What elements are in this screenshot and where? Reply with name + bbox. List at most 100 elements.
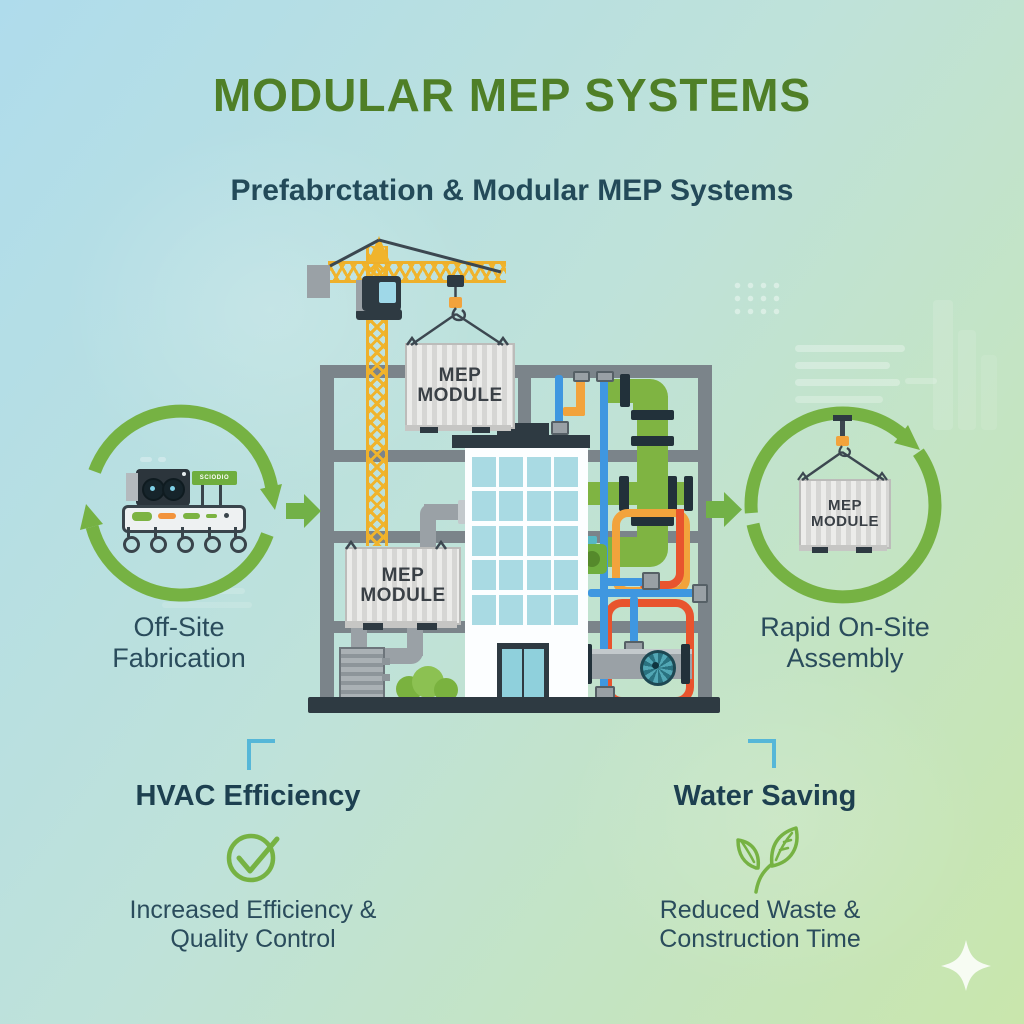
gray-pipe-cap <box>458 500 466 524</box>
benefit-desc-hvac: Increased Efficiency & Quality Control <box>108 896 398 954</box>
decor-line <box>795 396 883 403</box>
machine-indicator-dot <box>182 472 186 476</box>
window <box>527 560 551 590</box>
decor-bar <box>958 330 976 430</box>
machine-leg <box>181 527 184 537</box>
machine-wheel <box>123 536 140 553</box>
window <box>527 491 551 521</box>
container-base <box>799 545 887 551</box>
decor-line <box>795 345 905 352</box>
machine-side-mount <box>126 473 138 501</box>
pipe-fitting <box>551 421 569 435</box>
benefit-desc-line2: Quality Control <box>170 925 336 953</box>
window <box>499 491 523 521</box>
crane-hook-icon <box>451 307 467 322</box>
window <box>499 457 523 487</box>
hanger-stem <box>840 421 845 437</box>
decor-line <box>162 602 252 608</box>
mep-module-label: MODULE <box>811 513 879 530</box>
yellow-pipe <box>563 407 585 416</box>
container-base <box>405 425 511 431</box>
window <box>554 457 578 487</box>
container-foot <box>472 427 490 433</box>
window <box>499 595 523 625</box>
hanger-bar <box>833 415 852 421</box>
pump-duct-highlight <box>582 649 692 654</box>
lifting-lug-icon <box>344 539 448 550</box>
machine-leg <box>127 527 130 537</box>
machine-leg <box>154 527 157 537</box>
machine-sign-post <box>201 484 204 506</box>
red-pipe-segment <box>640 509 684 589</box>
hanger-hook-icon <box>838 445 851 458</box>
check-circle-icon <box>226 833 280 883</box>
cycle-arc <box>746 448 942 604</box>
decor-line <box>905 378 937 384</box>
yellow-pipe <box>576 375 585 416</box>
machine-wheel <box>204 536 221 553</box>
machine-sign-post <box>219 484 222 506</box>
pipe-fitting <box>692 584 708 603</box>
machine-reel-hub <box>150 486 155 491</box>
building-tower <box>465 447 588 699</box>
offsite-caption-line1: Off-Site <box>133 612 225 642</box>
container-foot <box>856 547 872 553</box>
crane-hook-block <box>449 297 462 308</box>
decor-dash <box>140 457 152 462</box>
pipe-fitting <box>596 371 614 382</box>
machine-wheel <box>150 536 167 553</box>
machine-reel-hub <box>170 486 175 491</box>
window <box>472 560 496 590</box>
mep-module-label: MODULE <box>360 585 446 606</box>
page-subtitle: Prefabrctation & Modular MEP Systems <box>230 174 794 207</box>
container-foot <box>363 623 383 630</box>
background-glow <box>60 120 480 500</box>
decor-bar <box>933 300 953 430</box>
door-glass <box>524 649 544 699</box>
ac-unit-tab <box>382 674 390 681</box>
mep-module-label: MEP <box>438 365 482 387</box>
crane-cabin-window <box>379 282 396 303</box>
window <box>499 526 523 556</box>
gray-pipe <box>424 504 464 520</box>
mep-module-label: MODULE <box>417 385 503 406</box>
onsite-caption: Rapid On-Site Assembly <box>745 612 945 675</box>
ground-slab <box>308 697 720 713</box>
benefit-desc-line1: Increased Efficiency & <box>129 896 377 924</box>
duct-flange <box>684 476 693 511</box>
pump-fan <box>640 650 676 686</box>
building-column <box>518 365 531 440</box>
machine-sign: SCIODIO <box>192 471 237 485</box>
window <box>554 595 578 625</box>
blue-pipe-vertical <box>630 596 638 654</box>
ac-unit-tab <box>382 658 390 665</box>
lifting-cables <box>410 312 504 347</box>
decor-bar <box>981 355 997 430</box>
sparkle-icon <box>941 940 991 991</box>
machine-slot-green <box>206 514 217 518</box>
window <box>554 491 578 521</box>
crane-mast <box>366 246 388 546</box>
cycle-arc <box>85 525 274 602</box>
crane-trolley <box>447 275 464 287</box>
window <box>527 526 551 556</box>
lifting-lug-icon <box>797 471 888 481</box>
onsite-caption-line1: Rapid On-Site <box>760 612 930 642</box>
crane-counterweight <box>307 265 330 298</box>
window <box>472 457 496 487</box>
duct-flange <box>620 374 630 407</box>
machine-slot-green <box>132 512 152 521</box>
window <box>527 595 551 625</box>
pump-flange <box>681 644 690 684</box>
benefit-desc-water: Reduced Waste & Construction Time <box>630 896 890 954</box>
window <box>472 491 496 521</box>
cycle-arc <box>88 404 278 489</box>
decor-dash <box>158 457 166 462</box>
decor-line <box>795 379 900 386</box>
cycle-arrowhead <box>894 425 920 450</box>
pipe-fitting <box>573 371 590 382</box>
benefit-desc-line1: Reduced Waste & <box>659 896 861 924</box>
duct-flange <box>667 476 677 511</box>
machine-leg <box>208 527 211 537</box>
